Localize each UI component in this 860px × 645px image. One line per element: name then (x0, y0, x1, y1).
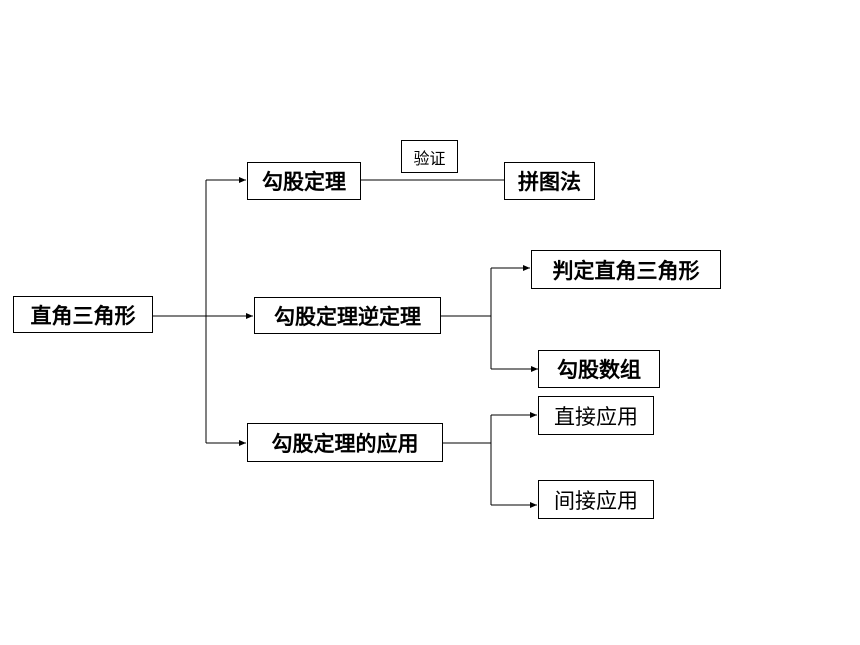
node-indirect-application: 间接应用 (538, 480, 654, 519)
node-converse-theorem: 勾股定理逆定理 (254, 297, 441, 334)
node-pythagorean-theorem: 勾股定理 (247, 162, 361, 200)
label-proof: 验证 (401, 140, 458, 173)
node-theorem-application: 勾股定理的应用 (247, 423, 443, 462)
node-direct-application: 直接应用 (538, 396, 654, 435)
node-puzzle-method: 拼图法 (504, 162, 595, 200)
node-root: 直角三角形 (13, 296, 153, 333)
node-judge-right-triangle: 判定直角三角形 (531, 250, 721, 289)
node-pythagorean-triples: 勾股数组 (538, 350, 660, 388)
